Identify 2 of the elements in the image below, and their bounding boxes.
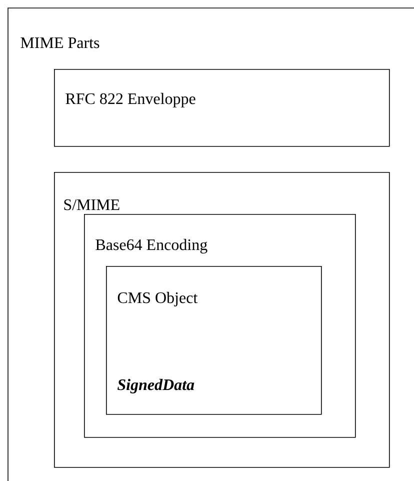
box: RFC 822 Enveloppe <box>54 69 390 147</box>
box: CMS Object SignedData <box>106 266 322 415</box>
